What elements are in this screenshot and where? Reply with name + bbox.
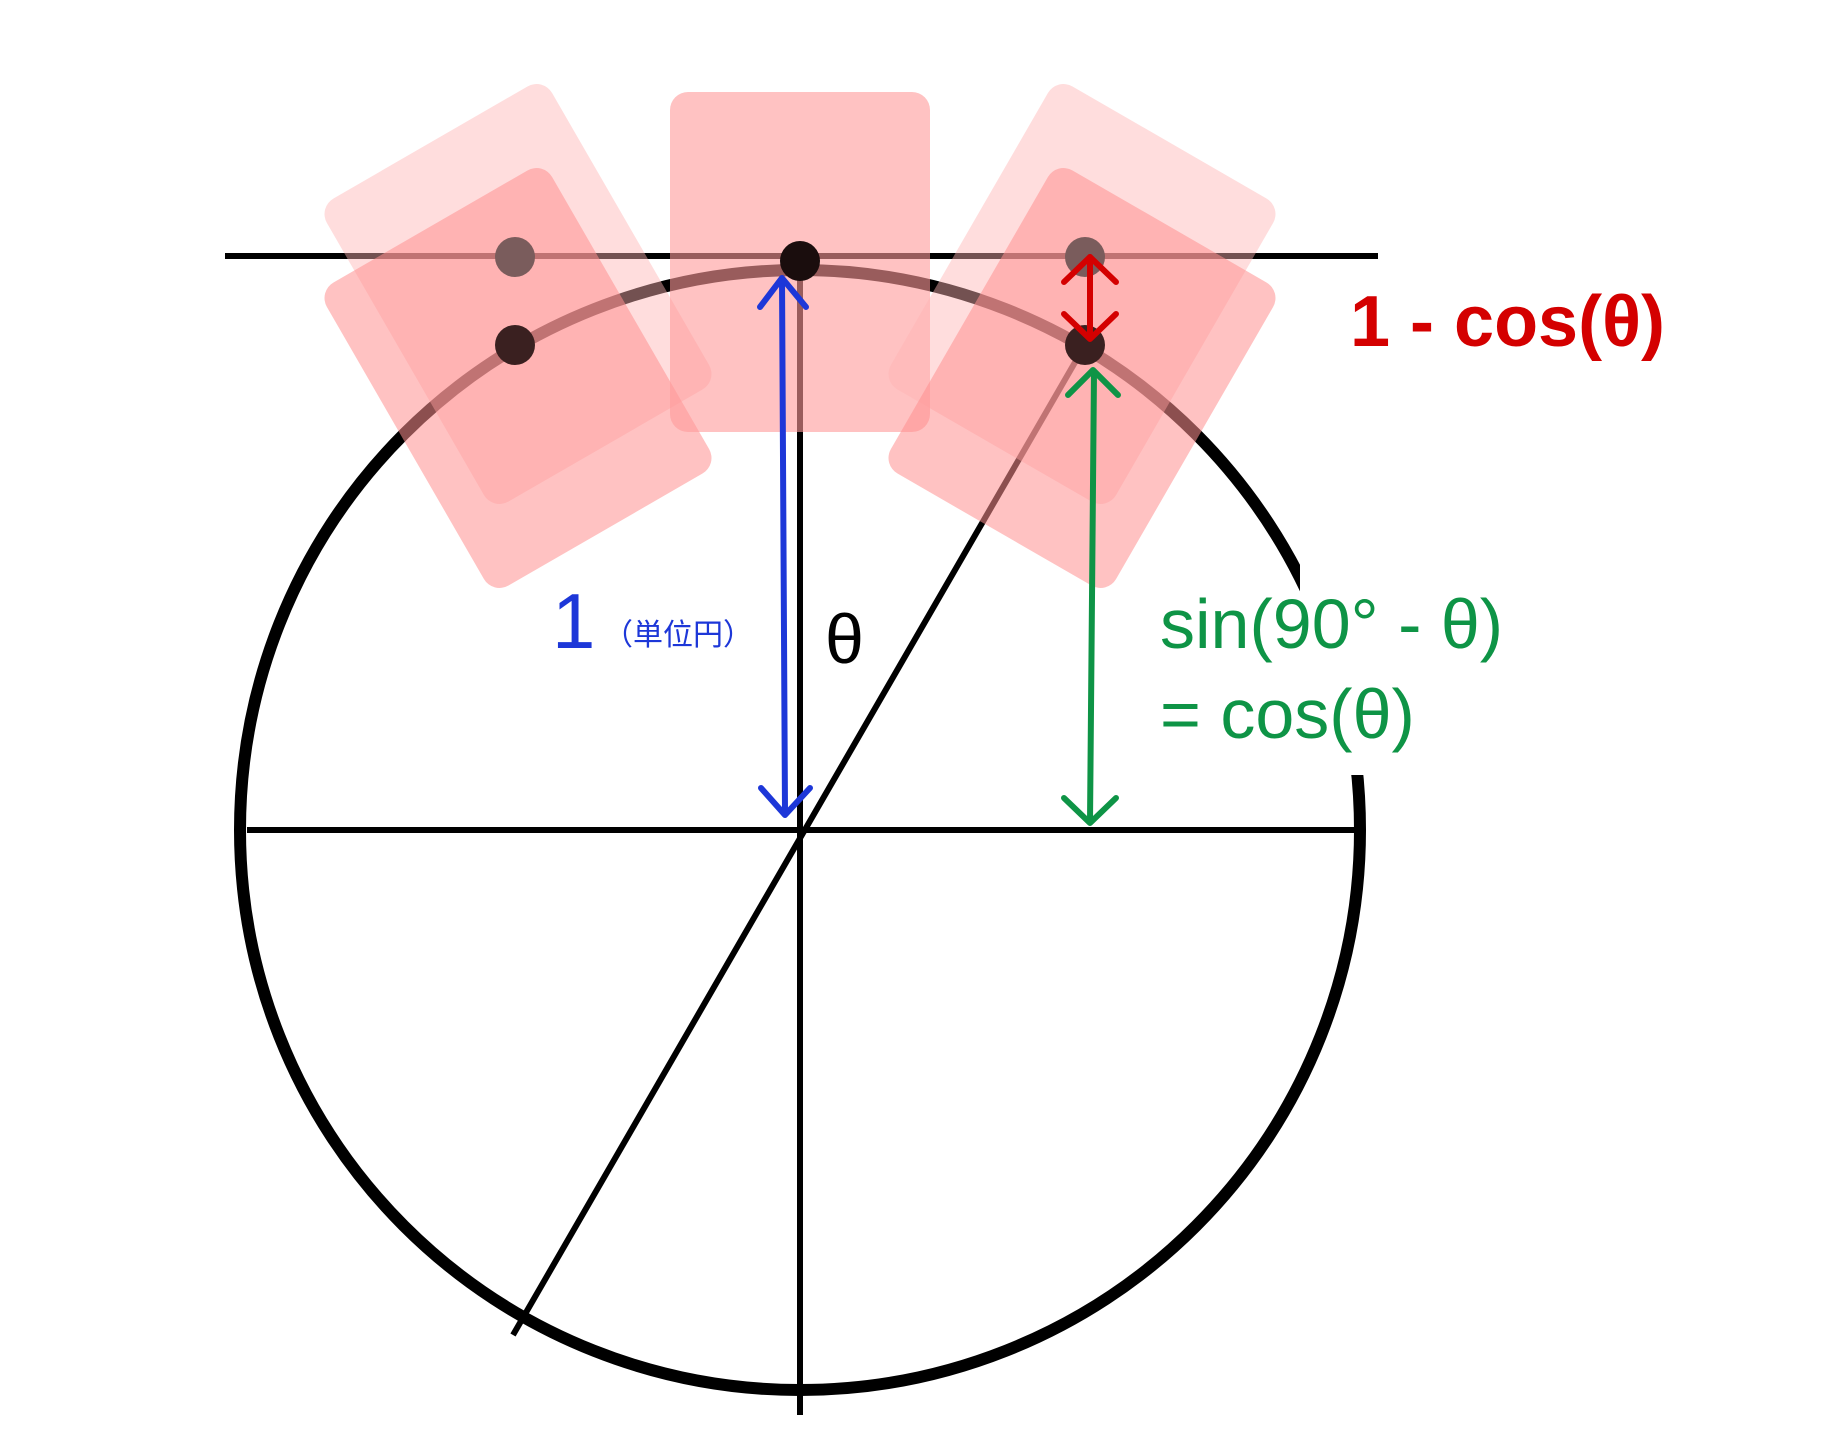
- theta-label: θ: [825, 600, 864, 678]
- card-left: [324, 168, 712, 588]
- dot-left: [495, 325, 535, 365]
- dot-right-top: [1065, 237, 1105, 277]
- cos-arrow-icon: [1061, 367, 1121, 826]
- radius-arrow-icon: [757, 275, 813, 818]
- dot-top: [780, 241, 820, 281]
- delta-arrow-icon: [1061, 254, 1119, 342]
- radius-value-label: 1: [552, 577, 595, 665]
- formula-line1: sin(90° - θ): [1160, 585, 1503, 663]
- dot-left-top: [495, 237, 535, 277]
- radius-note-label: （単位円）: [603, 619, 753, 652]
- formula-line2: = cos(θ): [1160, 675, 1415, 753]
- circle-gap: [1300, 555, 1380, 775]
- delta-label: 1 - cos(θ): [1350, 282, 1665, 362]
